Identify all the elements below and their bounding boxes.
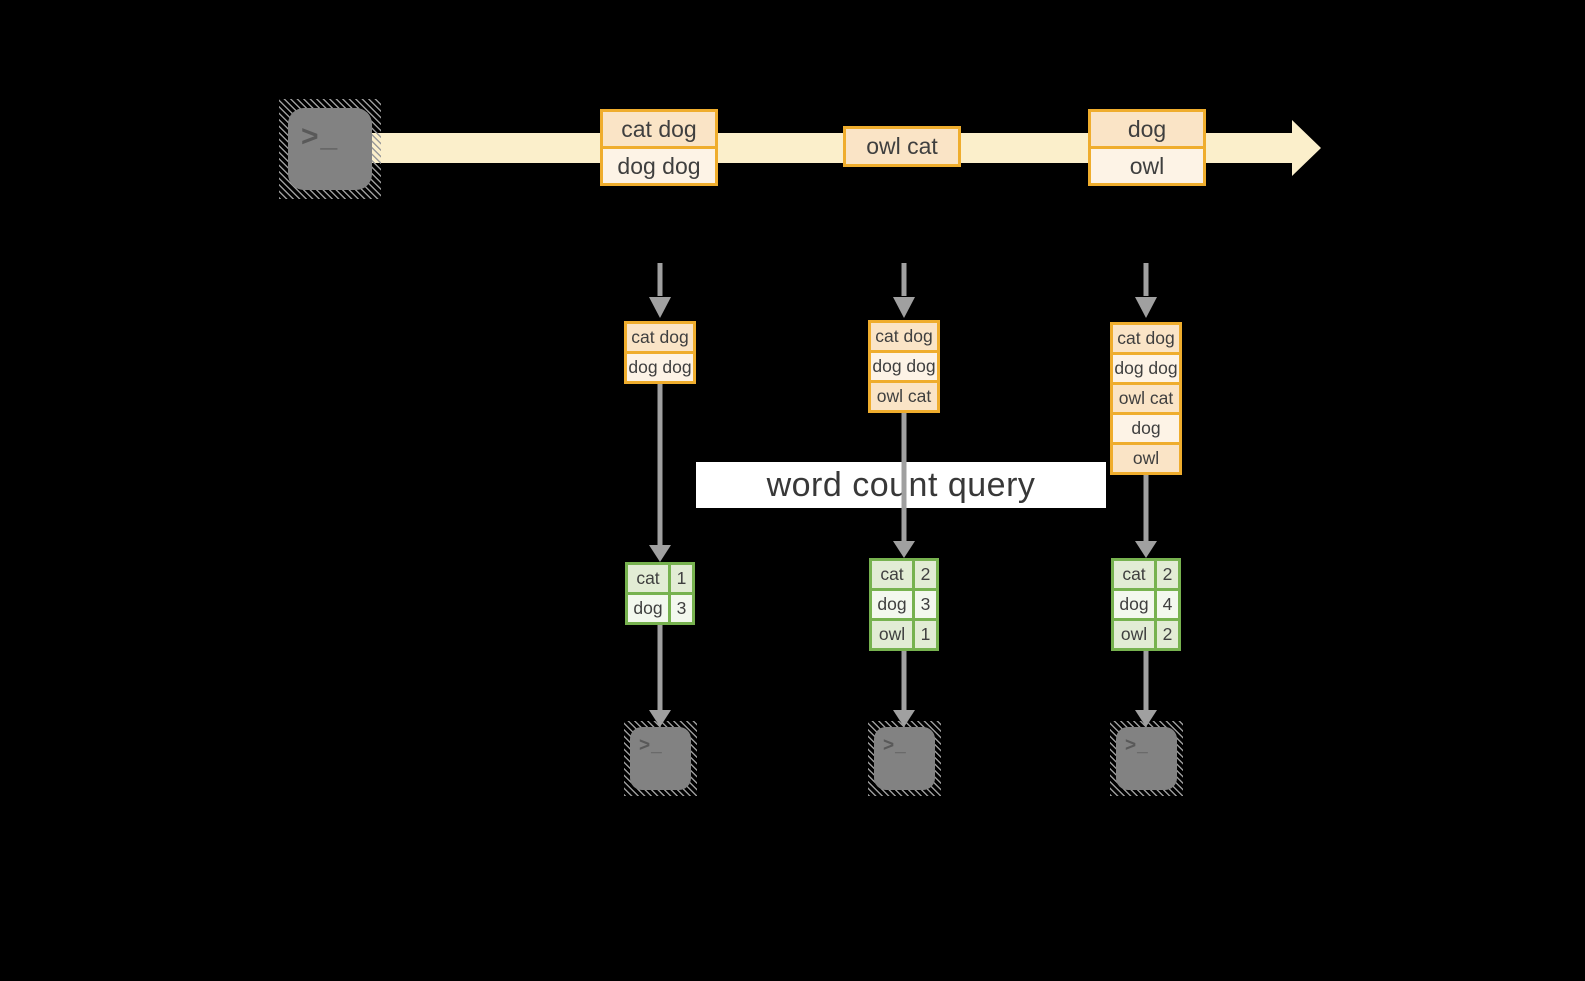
consume-arrow-2: [893, 263, 915, 318]
stream-record-group-3: dog owl: [1088, 109, 1206, 186]
output-arrow-3: [1135, 649, 1157, 727]
query-label-banner: word count query: [696, 462, 1106, 508]
stream-record-group-2: owl cat: [843, 126, 961, 167]
word-cell: owl: [872, 621, 912, 648]
count-cell: 2: [915, 561, 936, 588]
buffer-record: owl cat: [1113, 385, 1179, 412]
query-label: word count query: [766, 466, 1036, 504]
word-cell: cat: [1114, 561, 1154, 588]
consume-arrow-3: [1135, 263, 1157, 318]
buffer-record: cat dog: [1113, 325, 1179, 352]
count-table-3: cat 2 dog 4 owl 2: [1111, 558, 1181, 651]
terminal-prompt-glyph: >_: [639, 735, 663, 756]
count-cell: 2: [1157, 561, 1178, 588]
word-cell: owl: [1114, 621, 1154, 648]
word-cell: cat: [628, 565, 668, 592]
terminal-icon: >_: [630, 727, 691, 790]
buffer-record: cat dog: [627, 324, 693, 351]
buffer-record: owl: [1113, 445, 1179, 472]
record-buffer-2: cat dog dog dog owl cat: [868, 320, 940, 413]
terminal-prompt-glyph: >_: [301, 120, 340, 153]
buffer-record: owl cat: [871, 383, 937, 410]
buffer-record: dog dog: [871, 353, 937, 380]
count-cell: 3: [671, 595, 692, 622]
stream-record-group-1: cat dog dog dog: [600, 109, 718, 186]
buffer-record: dog dog: [627, 354, 693, 381]
query-arrow-2: [893, 411, 915, 558]
output-terminal-2: >_: [868, 721, 941, 796]
terminal-prompt-glyph: >_: [1125, 735, 1149, 756]
count-table-2: cat 2 dog 3 owl 1: [869, 558, 939, 651]
count-cell: 2: [1157, 621, 1178, 648]
stream-record: dog dog: [603, 149, 715, 183]
query-arrow-3: [1135, 473, 1157, 558]
terminal-icon: >_: [1116, 727, 1177, 790]
count-cell: 4: [1157, 591, 1178, 618]
stream-record: owl: [1091, 149, 1203, 183]
output-arrow-1: [649, 623, 671, 727]
output-terminal-1: >_: [624, 721, 697, 796]
count-cell: 1: [671, 565, 692, 592]
query-arrow-1: [649, 382, 671, 562]
stream-record: owl cat: [846, 129, 958, 164]
count-cell: 1: [915, 621, 936, 648]
record-buffer-1: cat dog dog dog: [624, 321, 696, 384]
word-cell: cat: [872, 561, 912, 588]
terminal-icon: >_: [288, 108, 372, 190]
output-terminal-3: >_: [1110, 721, 1183, 796]
word-cell: dog: [628, 595, 668, 622]
record-buffer-3: cat dog dog dog owl cat dog owl: [1110, 322, 1182, 475]
stream-record: cat dog: [603, 112, 715, 146]
buffer-record: dog: [1113, 415, 1179, 442]
count-table-1: cat 1 dog 3: [625, 562, 695, 625]
count-cell: 3: [915, 591, 936, 618]
word-cell: dog: [1114, 591, 1154, 618]
stream-arrow-head: [1292, 120, 1321, 176]
output-arrow-2: [893, 649, 915, 727]
source-terminal: >_: [279, 99, 381, 199]
stream-record: dog: [1091, 112, 1203, 146]
buffer-record: cat dog: [871, 323, 937, 350]
consume-arrow-1: [649, 263, 671, 318]
buffer-record: dog dog: [1113, 355, 1179, 382]
word-cell: dog: [872, 591, 912, 618]
terminal-icon: >_: [874, 727, 935, 790]
terminal-prompt-glyph: >_: [883, 735, 907, 756]
